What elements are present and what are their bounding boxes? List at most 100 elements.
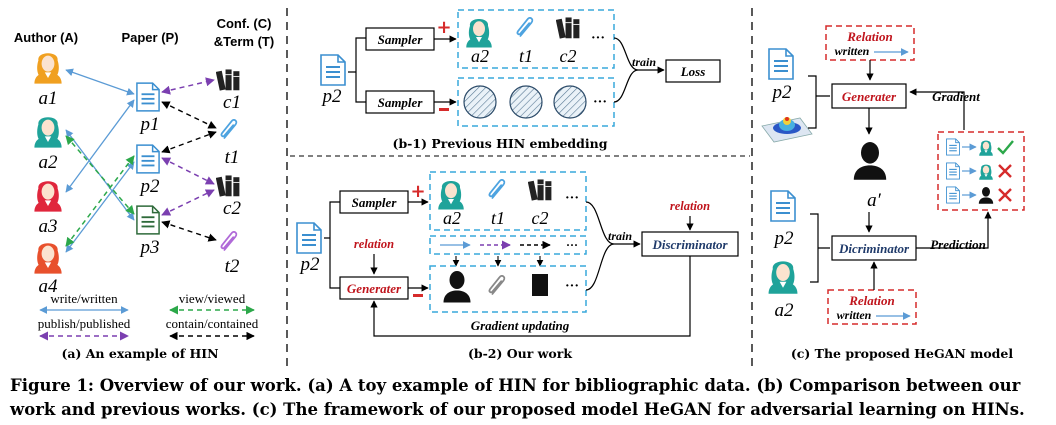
author-a1-label: a1 (39, 88, 58, 109)
c-fake-author-icon (853, 142, 887, 180)
b2-fake-venue-icon (532, 274, 548, 296)
c-paper-top-label: p2 (771, 82, 793, 103)
author-a2-icon (34, 117, 62, 148)
c-dicriminator-box (831, 235, 917, 261)
b2-paper-label: p2 (299, 254, 321, 275)
b2-fake-author-icon (443, 271, 471, 303)
c-pred2-cross-icon (998, 164, 1012, 178)
c-prediction-row-2 (946, 162, 1012, 180)
b1-train-label: train (632, 55, 656, 69)
b1-plus-sign: + (436, 17, 451, 38)
panel-b2: p2 Sampler relation Generater + a2 t1 c2… (296, 171, 739, 361)
b2-gradient-label: Gradient updating (471, 318, 570, 333)
b2-gradient-path (370, 256, 691, 337)
b2-fake-term-icon (488, 274, 506, 295)
venue-c1-label: c1 (223, 92, 241, 113)
b1-neg-node-2 (509, 85, 543, 119)
c-relation-bottom-sub: written (837, 308, 872, 322)
author-a4-label: a4 (39, 276, 59, 297)
b2-pos-a2-label: a2 (443, 208, 461, 228)
edge-contain-p2-t1 (161, 130, 217, 154)
panel-c: Relation written p2 Generater a′ Gradien… (761, 25, 1025, 361)
b2-plus-sign: + (410, 181, 425, 202)
c-relation-top-box (825, 25, 915, 61)
c-input-brace (808, 75, 830, 129)
b1-paper-icon (320, 54, 346, 86)
term-t2-label: t2 (225, 256, 240, 277)
venue-c1-icon (216, 69, 240, 92)
edge-publish-p2-c2 (161, 157, 215, 185)
edge-write-a3-p1 (65, 99, 135, 193)
b1-neg-node-3 (553, 85, 587, 119)
b1-minus-sign (439, 108, 449, 111)
panel-a-caption: (a) An example of HIN (61, 346, 218, 361)
edge-write-a1-p1 (65, 68, 135, 96)
header-term: &Term (T) (214, 34, 274, 49)
c-prediction-arrow (916, 211, 992, 249)
b1-neg-ellipsis: ··· (593, 95, 607, 110)
b1-loss-box (665, 59, 721, 83)
b2-relation-left: relation (354, 237, 394, 251)
c-relation-bottom-title: Relation (848, 293, 895, 308)
c-pred1-paper-icon (946, 138, 960, 156)
paper-p2-icon (136, 144, 160, 174)
header-paper: Paper (P) (121, 30, 178, 45)
b2-positive-box (429, 171, 587, 231)
author-a1-icon (34, 53, 62, 84)
venue-c2-label: c2 (223, 198, 241, 219)
term-t1-label: t1 (225, 147, 240, 168)
b2-sampler-label: Sampler (352, 195, 398, 210)
c-fake-author-label: a′ (867, 190, 882, 211)
b1-pos-c2-icon (556, 17, 580, 40)
b1-pos-ellipsis: ··· (591, 31, 605, 46)
b2-relation-right: relation (670, 199, 710, 213)
paper-p1-label: p1 (139, 114, 160, 135)
b1-pos-t1-label: t1 (519, 46, 533, 66)
venue-c2-icon (216, 175, 240, 198)
c-author-bottom-icon (768, 261, 798, 294)
b2-generater-label: Generater (347, 281, 402, 296)
legend-view-label: view/viewed (179, 291, 246, 306)
b2-minus-sign (413, 294, 423, 297)
c-prediction-row-3 (946, 186, 1012, 204)
edge-contain-p3-t2 (161, 220, 217, 242)
figure-caption: Figure 1: Overview of our work. (a) A to… (10, 376, 1025, 419)
b2-pos-ellipsis: ··· (565, 191, 579, 206)
b2-merge-brace (585, 201, 615, 291)
c-pred3-cross-icon (998, 188, 1012, 202)
legend-contain-label: contain/contained (166, 316, 259, 331)
b2-pos-c2-icon (528, 179, 552, 202)
legend-publish-label: publish/published (38, 316, 131, 331)
edge-publish-p3-c2 (161, 189, 215, 216)
b2-discriminator-box (641, 231, 739, 257)
panel-b1: p2 Sampler Sampler + a2 t1 c2 ··· ··· tr… (320, 9, 721, 151)
author-a4-icon (34, 243, 62, 274)
c-paper-top-icon (768, 48, 794, 80)
b1-pos-a2-label: a2 (471, 46, 489, 66)
paper-p3-icon (136, 205, 160, 235)
b1-branch-line (348, 37, 366, 103)
c-gradient-label: Gradient (932, 89, 980, 104)
b1-positive-box (457, 9, 615, 69)
paper-p3-label: p3 (139, 237, 160, 258)
b1-loss-label: Loss (680, 64, 706, 79)
c-pred2-paper-icon (946, 162, 960, 180)
c-relation-top-title: Relation (846, 29, 893, 44)
b2-branch-line (324, 201, 340, 289)
b1-neg-node-1 (463, 85, 497, 119)
b1-sampler-top-label: Sampler (378, 32, 424, 47)
c-gradient-arrow (909, 88, 965, 130)
c-pred3-paper-icon (946, 186, 960, 204)
paper-p1-icon (136, 82, 160, 112)
b2-pos-a2-icon (438, 181, 464, 210)
c-noise-plot-icon (761, 117, 813, 143)
b1-merge-brace (613, 37, 639, 103)
b2-pos-t1-icon (488, 178, 506, 199)
overview-figure: Author (A) Paper (P) Conf. (C) &Term (T)… (14, 8, 1025, 370)
b1-pos-a2-icon (466, 19, 492, 48)
c-author-bottom-label: a2 (775, 300, 795, 321)
b1-pos-t1-icon (516, 16, 534, 37)
b2-discriminator-label: Discriminator (651, 237, 728, 252)
b2-paper-icon (296, 222, 322, 254)
b2-neg-ellipsis: ··· (565, 279, 579, 294)
